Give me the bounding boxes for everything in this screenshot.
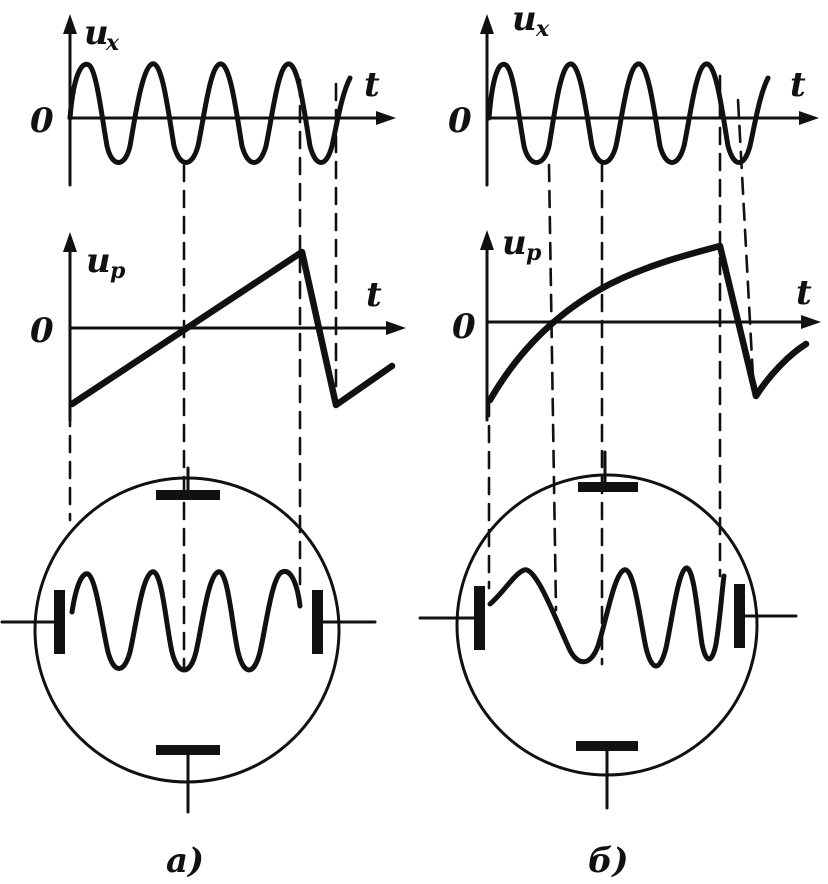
- signal-t-arrow-a: [376, 111, 396, 125]
- signal-wave-b: [486, 61, 771, 165]
- signal-t-label-a: t: [364, 65, 380, 105]
- signal-wave-a: [67, 61, 353, 165]
- sweep-sawtooth-b: [486, 242, 810, 404]
- sweep-label-b: u: [502, 223, 527, 263]
- signal-sub-b: x: [535, 16, 550, 42]
- screen-trace-b: [487, 565, 727, 669]
- signal-t-arrow-b: [799, 111, 819, 125]
- sweep-t-arrow-a: [386, 321, 406, 335]
- sweep-sawtooth-a: [68, 248, 396, 409]
- signal-label-b: u: [512, 0, 537, 39]
- plate-bottom-a: [156, 745, 220, 755]
- signal-zero-a: 0: [30, 101, 54, 141]
- panel-a: u x t 0 u p t 0: [0, 13, 406, 881]
- sweep-sub-a: p: [110, 258, 126, 284]
- sweep-t-arrow-b: [801, 315, 821, 329]
- projection-lines-b: [487, 74, 756, 666]
- crt-screen-a: [33, 476, 341, 784]
- plate-bottom-b: [576, 741, 638, 751]
- signal-label-a: u: [84, 13, 109, 53]
- screen-trace-a: [69, 569, 303, 673]
- sweep-label-a: u: [86, 241, 111, 281]
- sweep-axes-a: [63, 232, 406, 422]
- projection-lines-a: [68, 78, 338, 670]
- sweep-sub-b: p: [526, 240, 542, 266]
- sweep-t-label-a: t: [366, 275, 382, 315]
- plate-top-b: [578, 482, 638, 492]
- signal-zero-b: 0: [448, 101, 472, 141]
- signal-y-arrow-a: [63, 14, 77, 34]
- sweep-zero-b: 0: [452, 307, 476, 347]
- signal-t-label-b: t: [790, 65, 806, 105]
- caption-b: б): [588, 841, 629, 881]
- crt-screen-b: [455, 473, 759, 777]
- signal-y-arrow-b: [480, 14, 494, 34]
- sweep-y-arrow-a: [63, 232, 77, 252]
- sweep-axes-b: [480, 230, 821, 422]
- sweep-zero-a: 0: [30, 311, 54, 351]
- sweep-t-label-b: t: [796, 273, 812, 313]
- deflection-plates-b: [418, 450, 798, 810]
- sweep-y-arrow-b: [480, 230, 494, 250]
- caption-a: a): [166, 841, 204, 881]
- signal-sub-a: x: [105, 30, 120, 56]
- deflection-plates-a: [0, 466, 377, 814]
- panel-b: u x t 0 u p t 0: [418, 0, 821, 881]
